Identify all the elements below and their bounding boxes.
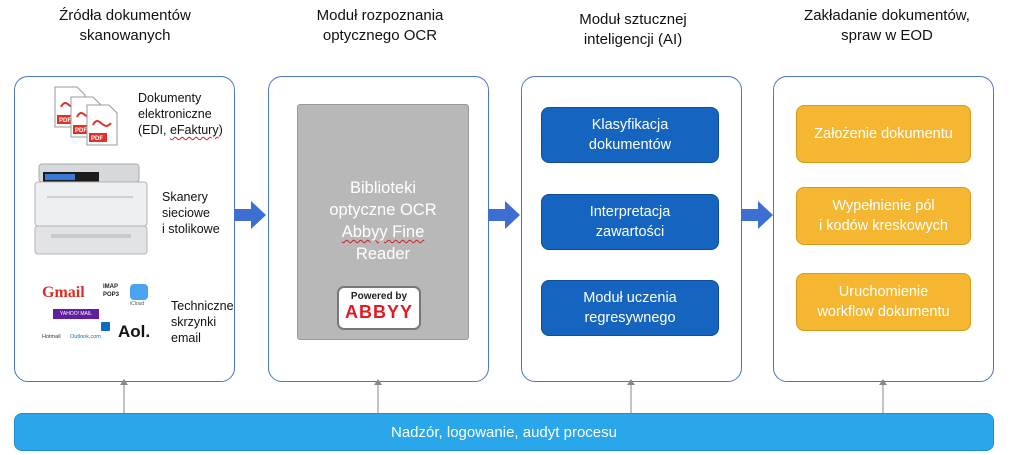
right-arrow-icon [741, 201, 773, 229]
label-mailboxes: Techniczne skrzynki email [171, 299, 234, 345]
abbyy-powered-label: Powered by [350, 291, 408, 302]
hotmail-label: Hotmail [42, 334, 61, 340]
eod-step-fill-fields: Wypełnienie pól i kodów kreskowych [796, 187, 971, 245]
abbyy-logo: ABBYY [344, 302, 413, 322]
right-arrow-icon [234, 201, 266, 229]
ai-module-interpretation: Interpretacja zawartości [541, 194, 719, 250]
pdf-documents-icon: PDF PDF PDF [54, 86, 118, 146]
label-electronic-documents: Dokumenty elektroniczne (EDI, eFaktury) [138, 91, 223, 137]
ocr-library-text: Biblioteki optyczne OCR Abbyy Fine Reade… [329, 179, 437, 263]
pdf-label: PDF [91, 136, 103, 142]
column-title-eod: Zakładanie dokumentów, spraw w EOD [804, 7, 970, 44]
ai-module-classification: Klasyfikacja dokumentów [541, 107, 719, 163]
imap-label: IMAP [103, 284, 118, 290]
column-title-sources: Źródła dokumentów skanowanych [59, 7, 191, 44]
right-arrow-icon [488, 201, 520, 229]
yahoo-mail-logo: YAHOO! MAIL [53, 309, 99, 319]
outlook-label: Outlook.com [70, 334, 101, 340]
column-title-ocr: Moduł rozpoznania optycznego OCR [316, 7, 444, 44]
eod-step-create-document: Założenie dokumentu [796, 105, 971, 163]
icloud-label: iCloud [130, 301, 145, 307]
ocr-library-box: Biblioteki optyczne OCR Abbyy Fine Reade… [297, 104, 469, 340]
aol-logo: Aol. [118, 322, 151, 341]
ai-module-regression-learning: Moduł uczenia regresywnego [541, 280, 719, 336]
outlook-icon [101, 322, 110, 331]
pdf-label: PDF [75, 128, 87, 134]
icloud-icon [130, 284, 148, 300]
eod-step-start-workflow: Uruchomienie workflow dokumentu [796, 273, 971, 331]
abbyy-badge: Powered by ABBYY [337, 286, 421, 330]
gmail-logo: Gmail [42, 284, 85, 301]
printer-icon [34, 163, 148, 255]
column-title-ai: Moduł sztucznej inteligencji (AI) [579, 11, 687, 48]
pdf-label: PDF [59, 118, 71, 124]
mail-logos-panel: Gmail IMAP POP3 iCloud YAHOO! MAIL Hotma… [38, 280, 156, 350]
pop3-label: POP3 [103, 292, 120, 298]
label-scanners: Skanery sieciowe i stolikowe [162, 190, 220, 236]
supervision-bar: Nadzór, logowanie, audyt procesu [14, 413, 994, 451]
supervision-bar-label: Nadzór, logowanie, audyt procesu [391, 423, 617, 441]
